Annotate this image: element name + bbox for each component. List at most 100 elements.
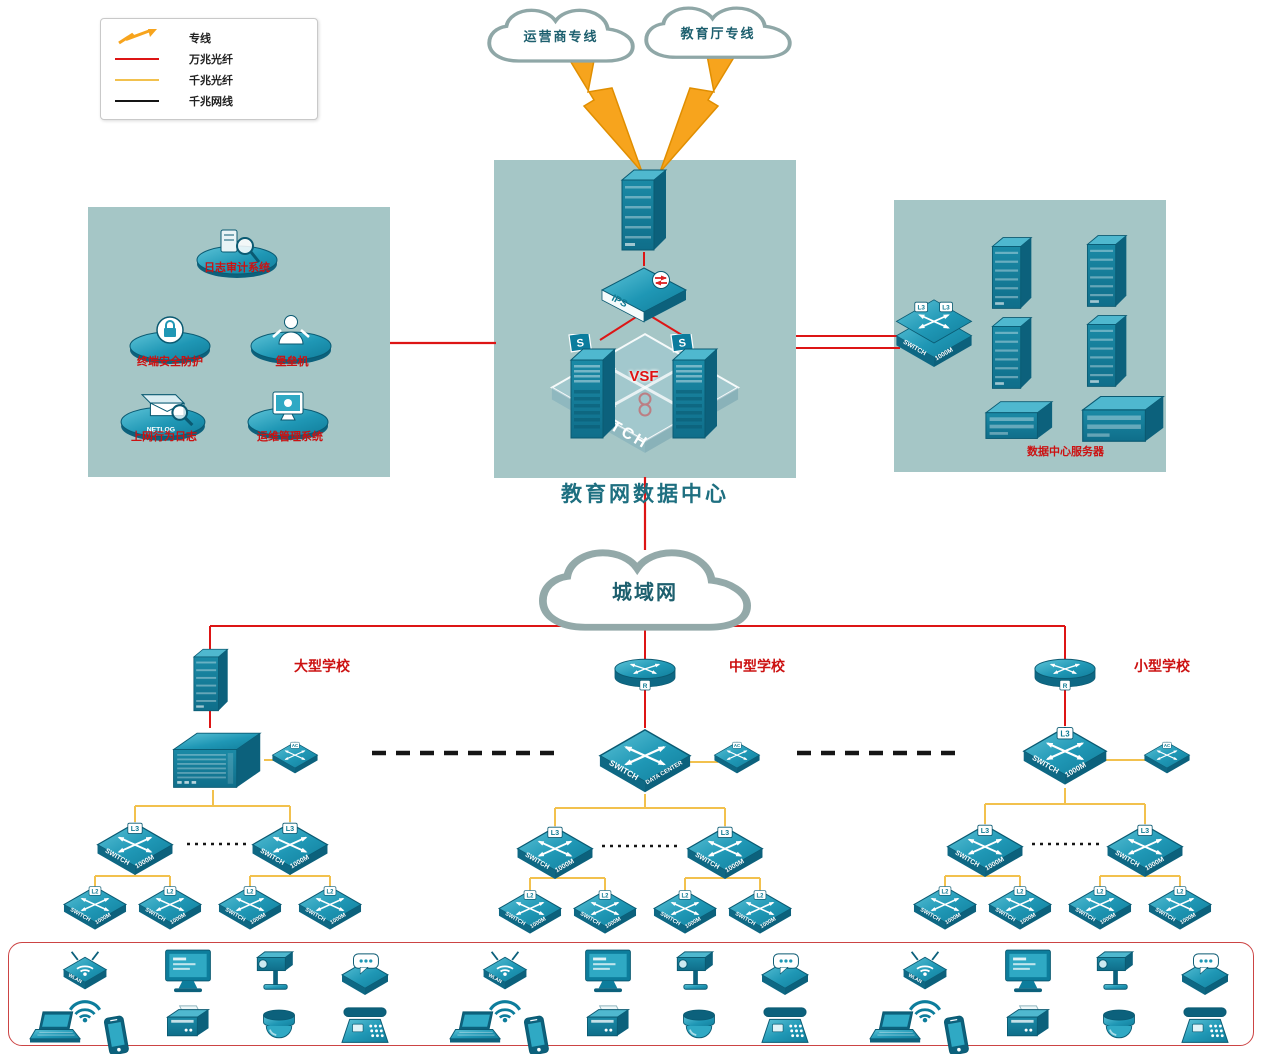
core-firewall [617,166,669,259]
svg-text:L2: L2 [1177,889,1185,895]
ips-device: IPS [598,263,690,332]
wlan-ap-icon-3: WLAN [900,950,950,998]
printer-icon-3 [1000,1004,1056,1052]
svg-text:L2: L2 [167,889,175,895]
medium-router: R [613,656,677,697]
small-ac: AC [1143,740,1191,781]
medium-ac: AC [713,740,761,781]
legend-label-dedicated: 专线 [189,32,211,45]
bastion-label: 堡垒机 [275,356,309,368]
legend-label-1g-copper: 千兆网线 [189,95,233,108]
svg-text:L2: L2 [92,889,100,895]
small-school-label: 小型学校 [1134,658,1190,674]
dc-server-4 [1083,312,1129,395]
medium-school-label: 中型学校 [729,658,785,674]
dome-camera-icon-3 [1096,1006,1142,1051]
wifi-icon-3 [906,988,944,1028]
svg-text:L2: L2 [527,893,535,899]
large-core-switch [166,726,266,796]
desktop-monitor-icon-2 [580,948,636,1002]
im-chat-icon-2 [758,950,812,1001]
svg-text:L2: L2 [757,893,765,899]
datacenter-caption: 教育网数据中心 [561,482,729,506]
printer-icon-1 [160,1004,216,1052]
dc-server-2 [1083,232,1129,315]
vsf-label: VSF [629,368,659,385]
svg-text:L3: L3 [942,304,950,311]
svg-text:S: S [576,337,585,350]
log-audit-label: 日志审计系统 [204,262,270,274]
ptz-camera-icon-2 [668,948,724,1000]
large-school-label: 大型学校 [294,658,350,674]
svg-text:L3: L3 [131,825,139,833]
telephone-icon-2 [756,1004,814,1054]
terminal-security-label: 终端安全防护 [137,356,203,368]
black-line-icon [111,99,163,102]
svg-text:L2: L2 [942,889,950,895]
svg-text:NETLOG: NETLOG [147,426,175,433]
svg-text:L3: L3 [721,829,729,837]
svg-text:L2: L2 [1017,889,1025,895]
legend-label-1g-fiber: 千兆光纤 [189,74,233,87]
log-audit-icon [195,222,279,285]
svg-text:L3: L3 [981,827,989,835]
laptop-icon-2 [448,1010,504,1054]
smartphone-icon-2 [516,1014,556,1054]
svg-text:L2: L2 [327,889,335,895]
dome-camera-icon-1 [256,1006,302,1051]
wifi-icon-1 [66,988,104,1028]
svg-text:L2: L2 [247,889,255,895]
large-ac: AC [271,740,319,781]
printer-icon-2 [580,1004,636,1052]
legend-label-10g: 万兆光纤 [189,53,233,66]
netlog-icon: NETLOG [119,382,207,448]
dc-server-1 [988,234,1034,317]
lightning-icon [111,28,163,47]
svg-text:L3: L3 [286,825,294,833]
laptop-icon-1 [28,1010,84,1054]
desktop-monitor-icon-1 [160,948,216,1002]
terminal-security-icon [128,308,212,371]
dome-camera-icon-2 [676,1006,722,1051]
red-line-icon [111,57,163,60]
dc-server-3 [988,314,1034,397]
smartphone-icon-3 [936,1014,976,1054]
desktop-monitor-icon-3 [1000,948,1056,1002]
dc-storage-1 [980,398,1058,449]
laptop-icon-3 [868,1010,924,1054]
svg-text:AC: AC [1164,743,1170,748]
netlog-label: 上网行为日志 [131,431,197,443]
svg-text:L3: L3 [917,304,925,311]
ops-label: 运维管理系统 [257,431,323,443]
bastion-icon [249,308,333,371]
svg-text:L2: L2 [682,893,690,899]
small-router: R [1033,656,1097,697]
wlan-ap-icon-1: WLAN [60,950,110,998]
vsf-server-right: S [666,331,722,447]
svg-text:L2: L2 [1097,889,1105,895]
legend-row-1g-fiber: 千兆光纤 [111,69,307,90]
dc-storage-2 [1076,392,1170,453]
smartphone-icon-1 [96,1014,136,1054]
wifi-icon-2 [486,988,524,1028]
svg-text:L3: L3 [1060,729,1070,738]
isp-cloud: 运营商专线 [483,5,639,74]
ops-icon [246,384,330,447]
svg-text:R: R [643,683,648,690]
svg-text:L3: L3 [551,829,559,837]
